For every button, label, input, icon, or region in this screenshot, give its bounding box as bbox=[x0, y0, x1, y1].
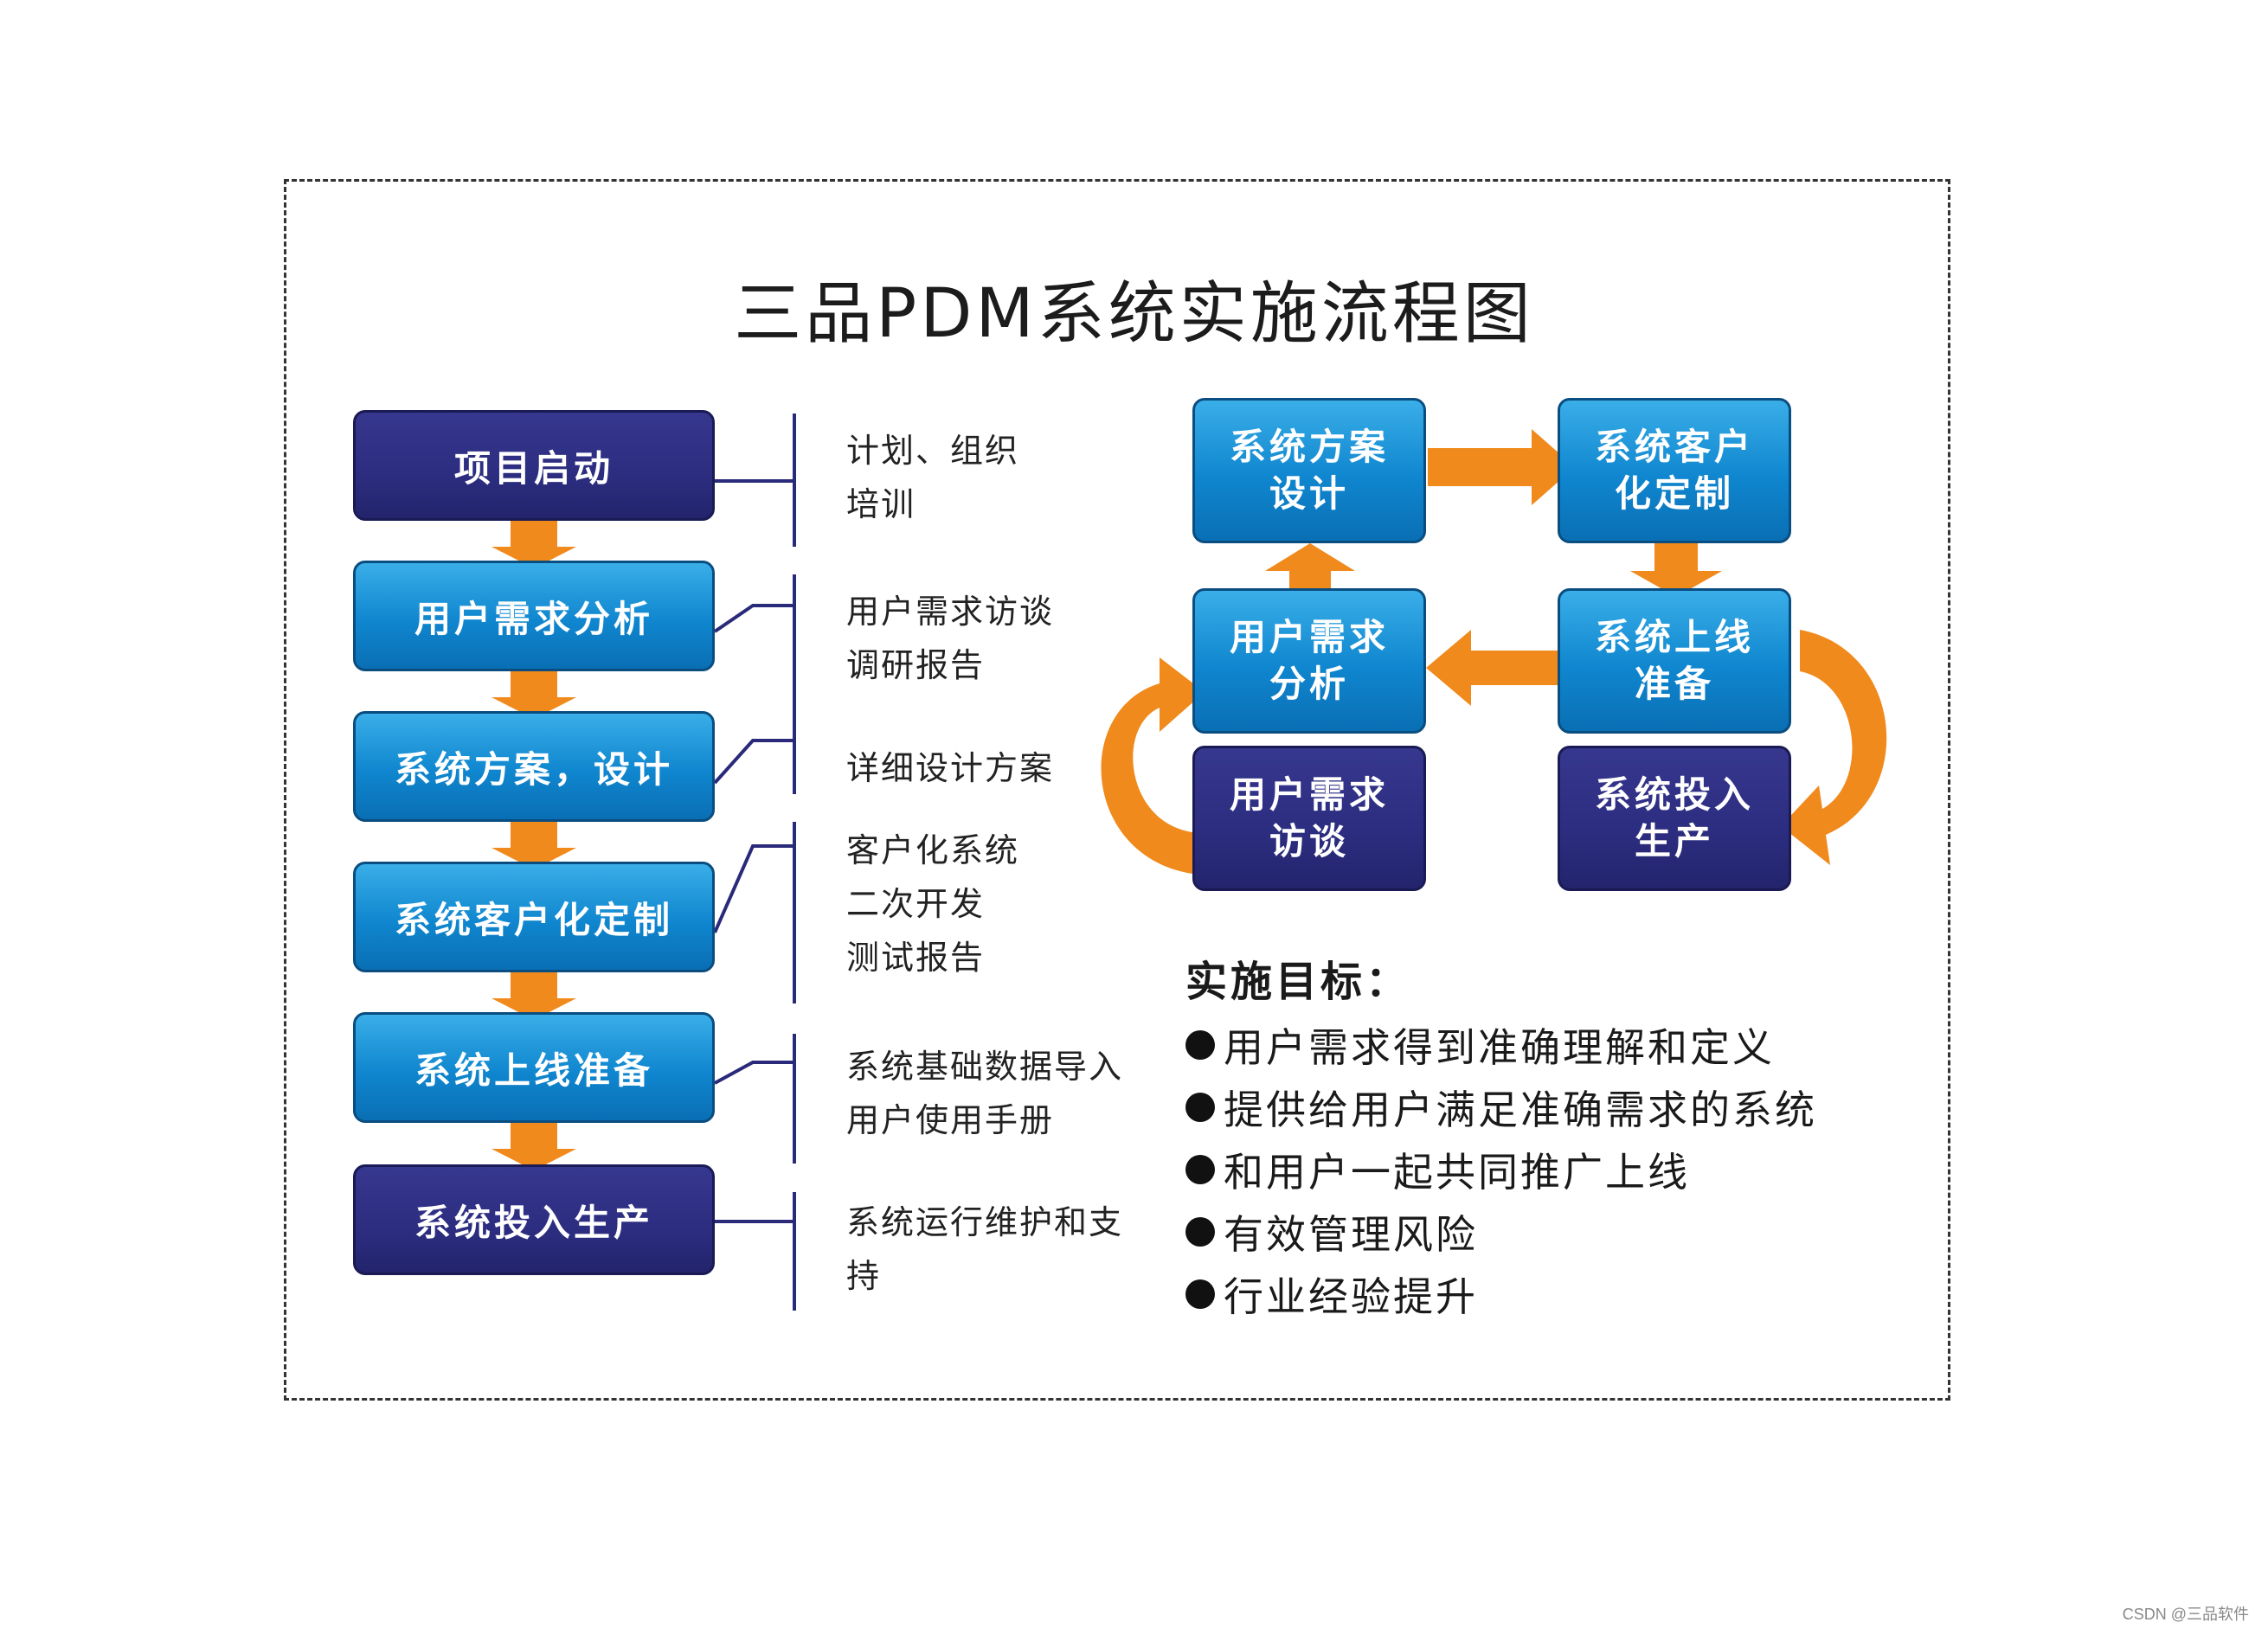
flow-arrow-1 bbox=[492, 521, 576, 568]
left-flow-arrows bbox=[492, 521, 576, 1170]
cycle-launch-prep: 系统上线 准备 bbox=[1558, 588, 1791, 734]
dashed-frame bbox=[284, 179, 1950, 1401]
goal-item: 提供给用户满足准确需求的系统 bbox=[1185, 1079, 1817, 1136]
goals-title: 实施目标： bbox=[1185, 958, 1411, 1006]
diagram-title: 三品PDM系统实施流程图 bbox=[734, 275, 1534, 353]
step-production: 系统投入生产 bbox=[353, 1164, 715, 1275]
note-system-design: 详细设计方案 bbox=[846, 749, 1055, 787]
goal-text: 用户需求得到准确理解和定义 bbox=[1224, 1024, 1775, 1071]
step-label: 系统上线准备 bbox=[414, 1048, 653, 1092]
step-customization: 系统客户化定制 bbox=[353, 862, 715, 972]
cycle-design: 系统方案 设计 bbox=[1192, 398, 1426, 543]
arrow-launch-to-production bbox=[1781, 630, 1887, 865]
bullet-icon bbox=[1185, 1030, 1215, 1060]
goal-text: 和用户一起共同推广上线 bbox=[1224, 1149, 1690, 1196]
bullet-icon bbox=[1185, 1093, 1215, 1122]
note-connectors bbox=[713, 414, 796, 1311]
note-requirement-analysis: 用户需求访谈 调研报告 bbox=[846, 593, 1055, 684]
note-production: 系统运行维护和支 持 bbox=[846, 1203, 1124, 1295]
cycle-requirement-analysis: 用户需求 分析 bbox=[1192, 588, 1426, 734]
step-label: 项目启动 bbox=[453, 446, 614, 490]
arrow-analysis-to-design bbox=[1265, 543, 1355, 597]
bullet-icon bbox=[1185, 1217, 1215, 1247]
arrow-launch-to-analysis bbox=[1426, 630, 1577, 706]
step-label: 系统客户化定制 bbox=[394, 898, 673, 941]
flow-arrow-2 bbox=[492, 671, 576, 719]
link-4 bbox=[713, 844, 794, 933]
step-project-start: 项目启动 bbox=[353, 410, 715, 521]
flow-arrow-4 bbox=[492, 972, 576, 1020]
goal-text: 行业经验提升 bbox=[1224, 1273, 1478, 1320]
link-2 bbox=[713, 604, 794, 633]
note-launch-prep: 系统基础数据导入 用户使用手册 bbox=[846, 1048, 1124, 1139]
step-label: 系统方案，设计 bbox=[394, 747, 673, 791]
goal-text: 提供给用户满足准确需求的系统 bbox=[1224, 1087, 1817, 1133]
goal-text: 有效管理风险 bbox=[1224, 1211, 1478, 1258]
goal-item: 有效管理风险 bbox=[1185, 1203, 1478, 1260]
watermark: CSDN @三品软件 bbox=[2122, 1606, 2249, 1623]
cycle-production: 系统投入 生产 bbox=[1558, 746, 1791, 891]
step-launch-prep: 系统上线准备 bbox=[353, 1012, 715, 1123]
link-3 bbox=[713, 739, 794, 785]
flow-arrow-5 bbox=[492, 1123, 576, 1170]
arrow-interview-to-analysis bbox=[1101, 657, 1205, 874]
cycle-requirement-interview: 用户需求 访谈 bbox=[1192, 746, 1426, 891]
step-label: 系统投入生产 bbox=[414, 1201, 653, 1244]
goal-item: 用户需求得到准确理解和定义 bbox=[1185, 1016, 1775, 1074]
bullet-icon bbox=[1185, 1279, 1215, 1309]
cycle-customization: 系统客户 化定制 bbox=[1558, 398, 1791, 543]
arrow-custom-to-launch bbox=[1630, 543, 1722, 597]
goal-item: 和用户一起共同推广上线 bbox=[1185, 1141, 1690, 1198]
step-system-design: 系统方案，设计 bbox=[353, 711, 715, 822]
note-customization: 客户化系统 二次开发 测试报告 bbox=[846, 831, 1020, 977]
step-label: 用户需求分析 bbox=[414, 597, 653, 640]
flow-arrow-3 bbox=[492, 822, 576, 869]
arrow-design-to-custom bbox=[1428, 429, 1575, 505]
cycle-arrows bbox=[1101, 429, 1887, 874]
goal-item: 行业经验提升 bbox=[1185, 1266, 1478, 1323]
note-project-start: 计划、组织 培训 bbox=[846, 432, 1020, 523]
bullet-icon bbox=[1185, 1155, 1215, 1184]
step-requirement-analysis: 用户需求分析 bbox=[353, 561, 715, 671]
link-5 bbox=[714, 1061, 794, 1085]
